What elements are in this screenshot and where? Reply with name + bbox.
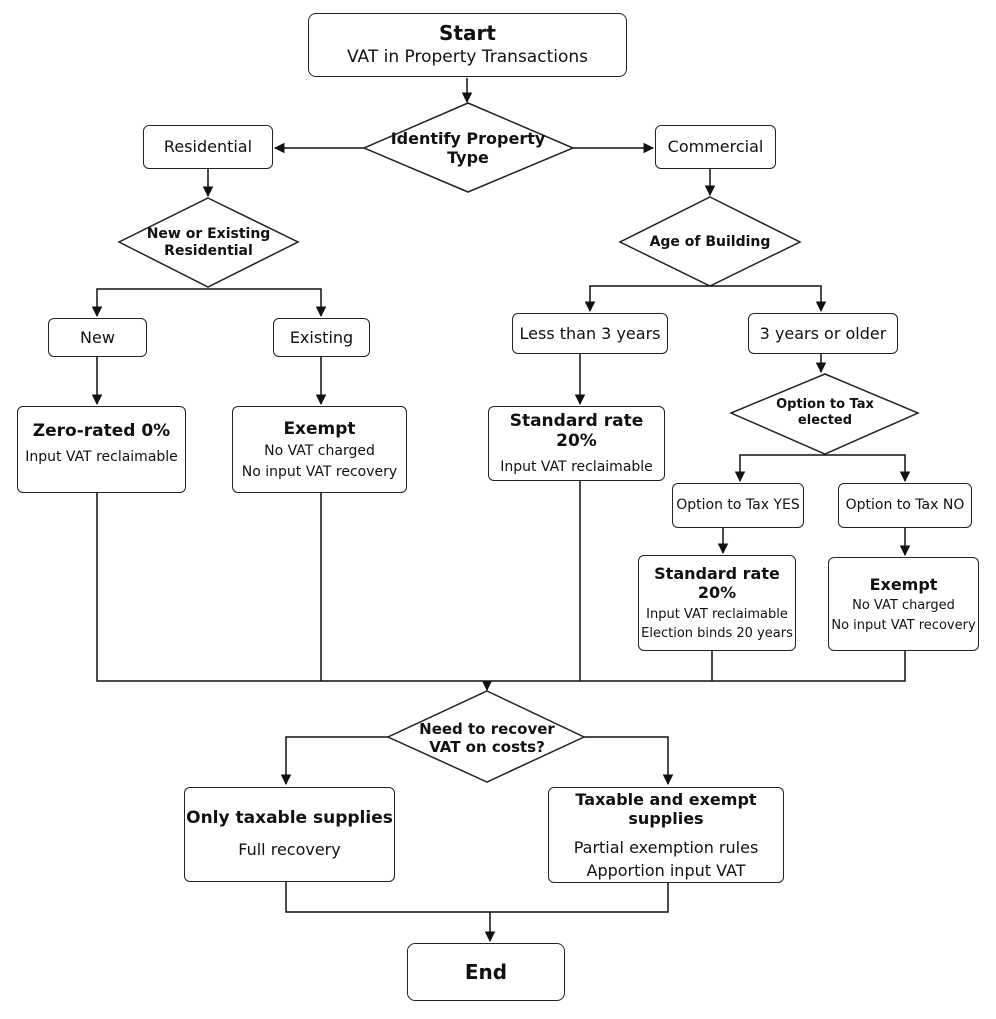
commercial-node: Commercial <box>655 125 776 169</box>
start-node: Start VAT in Property Transactions <box>308 13 627 77</box>
connector-age-lt3 <box>584 285 710 313</box>
new-existing-diamond <box>117 197 300 288</box>
standard-rate-new-line1: Input VAT reclaimable <box>500 459 653 476</box>
ott-yes-label: Option to Tax YES <box>676 497 800 514</box>
new-label: New <box>80 327 115 347</box>
lt3-node: Less than 3 years <box>512 313 668 354</box>
connector-only-end <box>285 882 490 913</box>
connector-newexisting-new <box>91 288 208 318</box>
identify-diamond <box>362 102 575 193</box>
new-node: New <box>48 318 147 357</box>
mixed-supplies-line1: Partial exemption rules <box>573 838 759 857</box>
connector-ott-no <box>825 454 911 483</box>
connector-zero-merge <box>96 493 487 682</box>
ott-label: Option to Tax elected <box>748 397 902 428</box>
existing-node: Existing <box>273 318 370 357</box>
mixed-supplies-line2: Apportion input VAT <box>586 861 746 881</box>
ott-text: Option to Tax elected <box>776 397 874 428</box>
lt3-label: Less than 3 years <box>519 323 661 343</box>
identify-label: Identify Property Type <box>390 122 546 174</box>
residential-node: Residential <box>143 125 273 169</box>
start-title: Start <box>439 20 496 45</box>
commercial-label: Commercial <box>667 137 764 157</box>
age-label: Age of Building <box>640 228 780 256</box>
connector-mixed-end <box>490 883 669 913</box>
recover-text: Need to recover VAT on costs? <box>419 720 555 756</box>
ott-diamond <box>729 373 920 455</box>
exempt-residential-node: Exempt No VAT charged No input VAT recov… <box>232 406 407 493</box>
connector-exempt2-merge <box>487 651 906 682</box>
ott-no-node: Option to Tax NO <box>838 483 972 528</box>
recover-diamond <box>386 690 586 783</box>
exempt-commercial-node: Exempt No VAT charged No input VAT recov… <box>828 557 979 651</box>
exempt-commercial-line1: No VAT charged <box>852 598 955 613</box>
connector-ott-yes <box>734 454 825 483</box>
start-subtitle: VAT in Property Transactions <box>347 46 588 67</box>
ott-no-label: Option to Tax NO <box>845 497 965 514</box>
end-title: End <box>464 960 508 984</box>
connector-age-ge3 <box>710 285 827 313</box>
only-taxable-node: Only taxable supplies Full recovery <box>184 787 395 882</box>
only-taxable-title: Only taxable supplies <box>186 808 393 828</box>
end-node: End <box>407 943 565 1001</box>
exempt-commercial-title: Exempt <box>869 574 938 594</box>
ge3-label: 3 years or older <box>759 323 887 343</box>
recover-label: Need to recover VAT on costs? <box>410 716 564 760</box>
standard-rate-new-node: Standard rate 20% Input VAT reclaimable <box>488 406 665 481</box>
new-existing-text: New or Existing Residential <box>146 226 271 259</box>
standard-rate-ott-node: Standard rate 20% Input VAT reclaimable … <box>638 555 796 651</box>
zero-rated-node: Zero-rated 0% Input VAT reclaimable <box>17 406 186 493</box>
connector-newexisting-existing <box>208 288 327 318</box>
zero-rated-line1: Input VAT reclaimable <box>25 449 178 466</box>
existing-label: Existing <box>289 327 354 347</box>
exempt-residential-title: Exempt <box>283 418 356 439</box>
ge3-node: 3 years or older <box>748 313 898 354</box>
new-existing-label: New or Existing Residential <box>140 220 277 266</box>
mixed-supplies-title: Taxable and exempt supplies <box>575 789 757 828</box>
exempt-commercial-line2: No input VAT recovery <box>831 617 976 633</box>
exempt-residential-line1: No VAT charged <box>264 442 375 459</box>
standard-rate-new-title: Standard rate 20% <box>509 410 644 452</box>
identify-text: Identify Property Type <box>390 128 546 167</box>
standard-rate-ott-line1: Input VAT reclaimable <box>646 606 788 622</box>
zero-rated-title: Zero-rated 0% <box>32 421 171 441</box>
age-text: Age of Building <box>649 233 771 250</box>
only-taxable-line1: Full recovery <box>238 840 341 860</box>
connector-recover-mixed <box>584 736 674 786</box>
standard-rate-ott-title: Standard rate 20% <box>654 564 780 603</box>
mixed-supplies-node: Taxable and exempt supplies Partial exem… <box>548 787 784 883</box>
exempt-residential-line2: No input VAT recovery <box>241 463 398 480</box>
ott-yes-node: Option to Tax YES <box>672 483 804 528</box>
standard-rate-ott-line2: Election binds 20 years <box>641 626 793 642</box>
residential-label: Residential <box>163 137 253 157</box>
connector-recover-only <box>280 736 388 786</box>
